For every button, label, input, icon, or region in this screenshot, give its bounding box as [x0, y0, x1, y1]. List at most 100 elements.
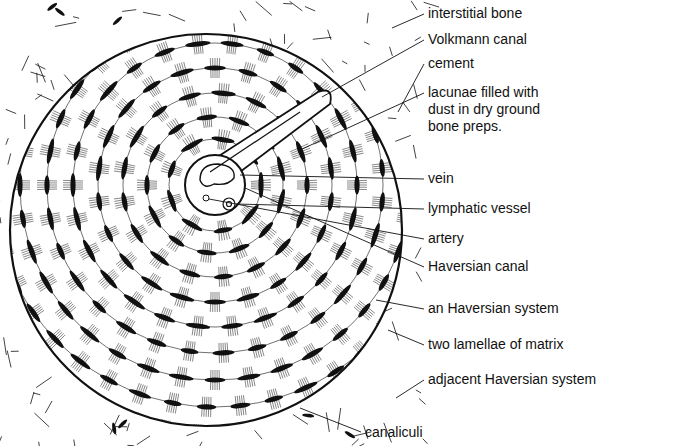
canaliculus — [226, 266, 229, 286]
canaliculus — [447, 248, 466, 253]
interstitial-stroke — [31, 72, 46, 77]
canaliculus — [274, 242, 288, 256]
canaliculus — [164, 161, 182, 170]
canaliculus — [166, 392, 170, 412]
canaliculus — [453, 218, 473, 221]
canaliculus — [78, 0, 90, 14]
canaliculus — [404, 24, 420, 36]
interstitial-stroke — [6, 109, 16, 113]
canaliculus — [150, 248, 163, 263]
canaliculus — [347, 187, 367, 188]
canaliculus — [80, 114, 98, 123]
canaliculus — [434, 283, 452, 291]
lacuna — [99, 268, 119, 290]
canaliculus — [118, 104, 133, 117]
canaliculus — [82, 248, 100, 258]
lacuna — [309, 310, 327, 325]
interstitial-stroke — [0, 201, 1, 209]
canaliculus — [57, 302, 72, 315]
canaliculus — [11, 333, 27, 345]
canaliculus — [452, 145, 472, 148]
canaliculus — [147, 0, 154, 10]
canaliculus — [273, 243, 287, 257]
canaliculus — [83, 327, 96, 342]
canaliculus — [63, 185, 83, 186]
canaliculus — [68, 274, 85, 285]
canaliculus — [337, 285, 353, 298]
lacuna — [333, 65, 352, 86]
canaliculus — [163, 163, 181, 171]
canaliculus — [51, 117, 69, 125]
canaliculus — [34, 0, 48, 12]
canaliculus — [5, 86, 23, 95]
canaliculus — [197, 34, 199, 54]
canaliculus — [37, 180, 57, 182]
canaliculus — [354, 50, 369, 63]
canaliculus — [146, 212, 164, 221]
lamella-line — [73, 43, 357, 327]
canaliculus — [71, 3, 83, 19]
canaliculus — [225, 131, 230, 150]
canaliculus — [94, 54, 108, 69]
interstitial-stroke — [284, 34, 285, 44]
canaliculus — [352, 97, 369, 107]
lacuna — [403, 209, 412, 230]
canaliculus — [375, 278, 392, 288]
canaliculus — [37, 278, 54, 288]
canaliculus — [74, 0, 86, 16]
canaliculus — [21, 119, 40, 125]
canaliculus — [63, 189, 83, 191]
canaliculus — [311, 231, 329, 240]
canaliculus — [100, 231, 118, 240]
canaliculus — [192, 265, 197, 284]
canaliculus — [243, 208, 258, 221]
canaliculus — [220, 221, 223, 241]
interstitial-stroke — [342, 61, 347, 64]
canaliculus — [229, 34, 231, 54]
canaliculus — [239, 238, 247, 256]
canaliculus — [224, 84, 226, 104]
canaliculus — [355, 345, 368, 360]
canaliculus — [117, 36, 128, 53]
canaliculus — [103, 82, 118, 95]
canaliculus — [51, 335, 65, 349]
canaliculus — [109, 343, 119, 360]
canaliculus — [175, 394, 178, 414]
canaliculus — [169, 232, 181, 248]
canaliculus — [164, 420, 168, 440]
lacuna — [348, 380, 371, 398]
canaliculus — [390, 119, 409, 125]
canaliculus — [206, 243, 208, 263]
canaliculus — [356, 343, 369, 358]
interstitial-stroke — [74, 440, 76, 446]
canaliculus — [316, 269, 331, 282]
canaliculus — [412, 98, 431, 105]
canaliculus — [225, 220, 230, 239]
canaliculus — [332, 114, 350, 123]
canaliculus — [152, 249, 164, 265]
canaliculus — [387, 111, 406, 118]
interstitial-stroke — [37, 94, 53, 101]
canaliculus — [154, 104, 166, 120]
canaliculus — [40, 79, 57, 89]
canaliculus — [427, 197, 447, 198]
canaliculus — [312, 229, 330, 237]
canaliculus — [143, 0, 150, 12]
canaliculus — [251, 188, 271, 190]
canaliculus — [155, 102, 167, 118]
canaliculus — [337, 31, 350, 46]
canaliculus — [313, 309, 325, 325]
canaliculus — [249, 65, 255, 84]
lacuna — [44, 20, 65, 42]
canaliculus — [68, 219, 87, 224]
canaliculus — [98, 137, 116, 145]
canaliculus — [331, 329, 344, 345]
lacuna — [344, 430, 356, 439]
canaliculus — [373, 172, 393, 174]
canaliculus — [67, 149, 86, 154]
canaliculus — [255, 96, 265, 113]
canaliculus — [126, 410, 133, 429]
lacuna — [355, 49, 375, 71]
leader-line — [392, 14, 424, 28]
canaliculus — [12, 335, 28, 347]
